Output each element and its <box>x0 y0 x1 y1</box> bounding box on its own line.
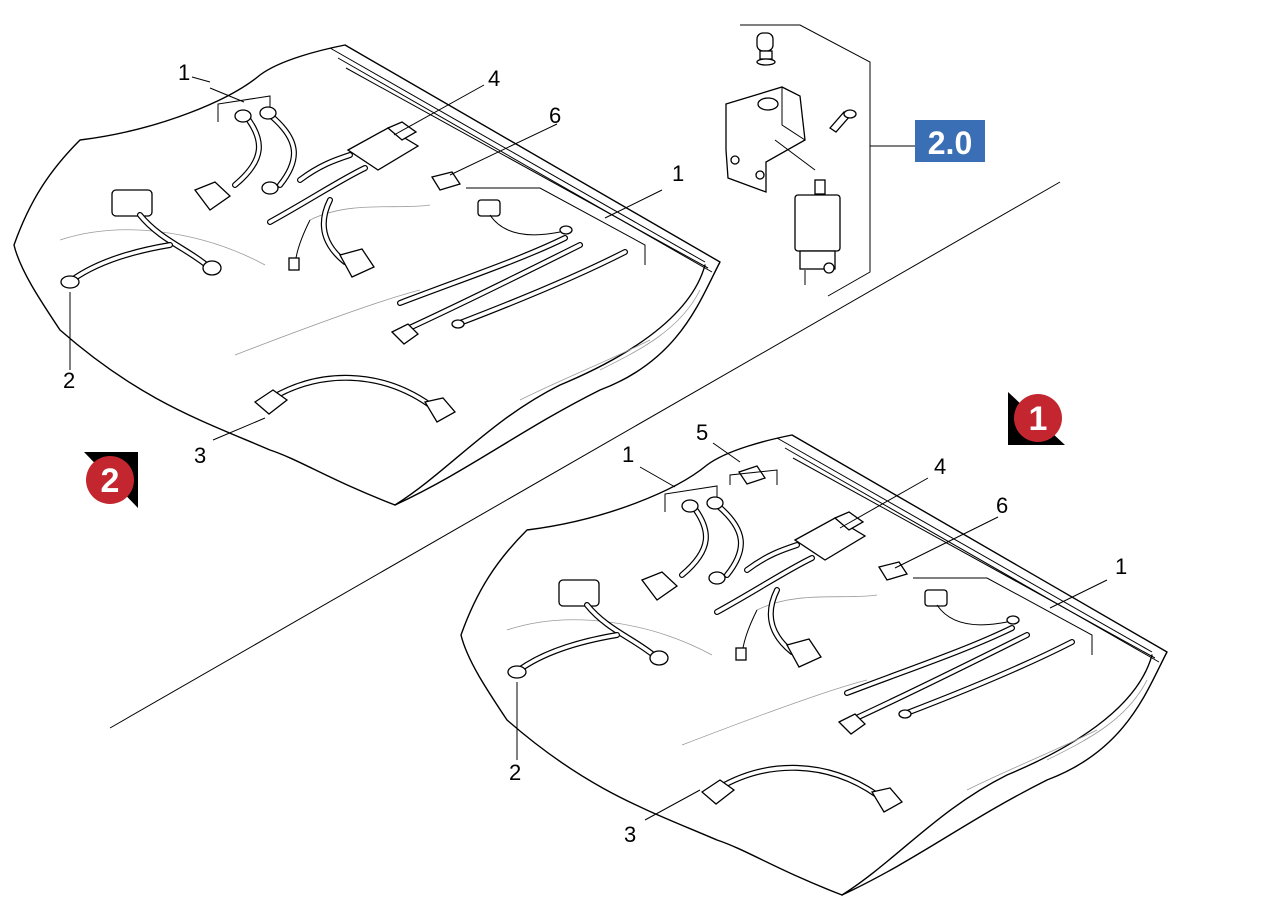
reference-badge-label: 2.0 <box>928 125 972 161</box>
callout-lines-upper <box>69 76 663 441</box>
reference-badge-bg <box>915 120 985 162</box>
bag-assembly-upper <box>14 45 720 505</box>
variant-marker-2[interactable]: 2 <box>84 452 138 508</box>
callout-lower-6: 6 <box>996 493 1008 518</box>
callout-upper-4: 4 <box>488 66 500 91</box>
breaker-detail <box>725 24 915 297</box>
divider-line <box>109 181 1061 729</box>
callout-lower-5: 5 <box>696 420 708 445</box>
callout-upper-3: 3 <box>194 443 206 468</box>
callout-upper-1a: 1 <box>178 60 190 85</box>
callout-upper-2: 2 <box>63 368 75 393</box>
callout-lines-lower <box>516 442 1108 821</box>
variant-marker-2-label: 2 <box>101 462 120 500</box>
callout-upper-1b: 1 <box>672 161 684 186</box>
reference-badge[interactable]: 2.0 <box>915 120 985 162</box>
callout-lower-4: 4 <box>934 454 946 479</box>
variant-marker-2-circle <box>86 456 134 504</box>
callout-lower-1b: 1 <box>1115 554 1127 579</box>
bag-assembly-lower <box>461 435 1167 895</box>
variant-marker-1[interactable]: 1 <box>1008 392 1065 445</box>
callout-lower-3: 3 <box>624 822 636 847</box>
callout-lower-2: 2 <box>509 760 521 785</box>
callout-lower-1a: 1 <box>622 442 634 467</box>
variant-marker-1-label: 1 <box>1029 400 1048 438</box>
variant-marker-1-circle <box>1014 394 1062 442</box>
callout-upper-6: 6 <box>549 103 561 128</box>
